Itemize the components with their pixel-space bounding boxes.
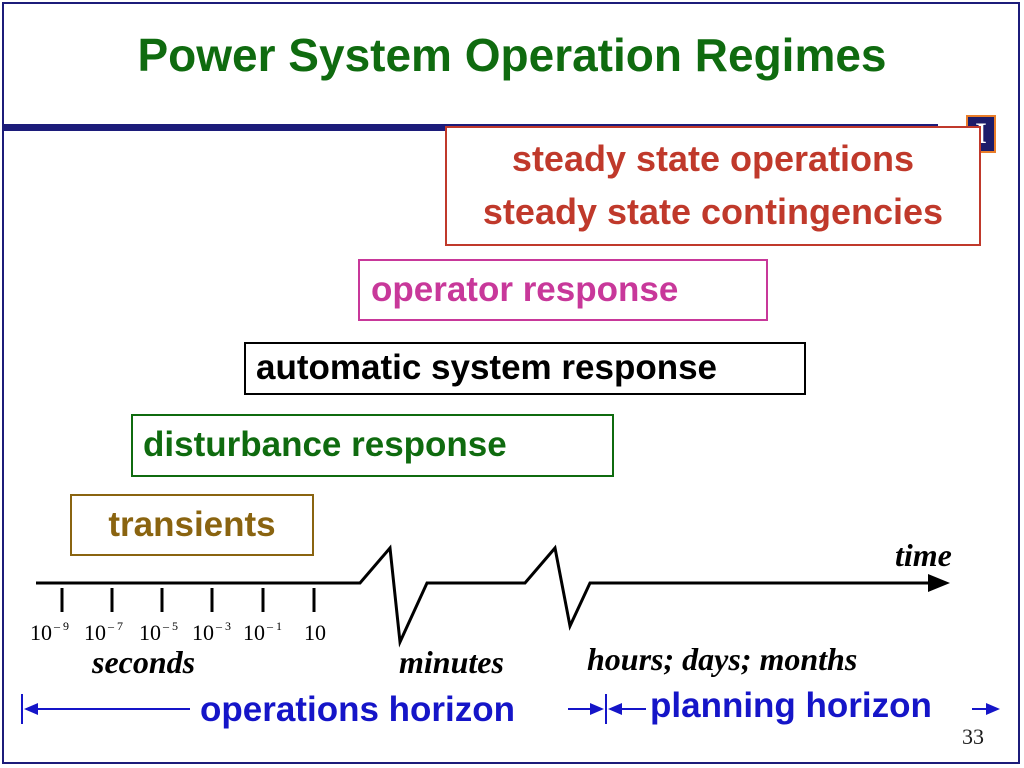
transients-box — [70, 494, 314, 556]
tick-label: 10– 1 — [243, 618, 282, 645]
operator-response-box — [358, 259, 768, 321]
logo-letter: I — [975, 117, 987, 150]
operator-response-label: operator response — [371, 270, 679, 309]
automatic-system-response-box — [244, 342, 806, 395]
tick-label: 10– 7 — [84, 618, 123, 645]
time-axis-line — [36, 544, 930, 648]
operations-horizon-label: operations horizon — [200, 690, 515, 729]
slide-title: Power System Operation Regimes — [137, 29, 887, 81]
planning-horizon-right-arrowhead — [986, 703, 1000, 715]
planning-horizon-label: planning horizon — [650, 686, 932, 725]
page-number: 33 — [962, 724, 984, 749]
disturbance-response-label: disturbance response — [143, 425, 507, 464]
hours-days-months-label: hours; days; months — [587, 641, 858, 677]
time-axis-arrowhead — [928, 574, 950, 592]
operations-horizon-left-arrowhead — [24, 703, 38, 715]
automatic-system-response-label: automatic system response — [256, 348, 718, 387]
tick-label: 10– 9 — [30, 618, 69, 645]
transients-label: transients — [108, 505, 276, 544]
steady-state-operations-label: steady state operations — [511, 138, 915, 179]
tick-label: 10 — [304, 620, 326, 645]
minutes-label: minutes — [399, 644, 504, 680]
steady-state-box — [445, 126, 981, 246]
time-axis-label: time — [895, 537, 952, 573]
steady-state-contingencies-label: steady state contingencies — [482, 191, 944, 232]
disturbance-response-box — [131, 414, 614, 477]
tick-label: 10– 3 — [192, 618, 231, 645]
operations-horizon-right-arrowhead — [590, 703, 604, 715]
tick-label: 10– 5 — [139, 618, 178, 645]
seconds-label: seconds — [92, 644, 196, 680]
